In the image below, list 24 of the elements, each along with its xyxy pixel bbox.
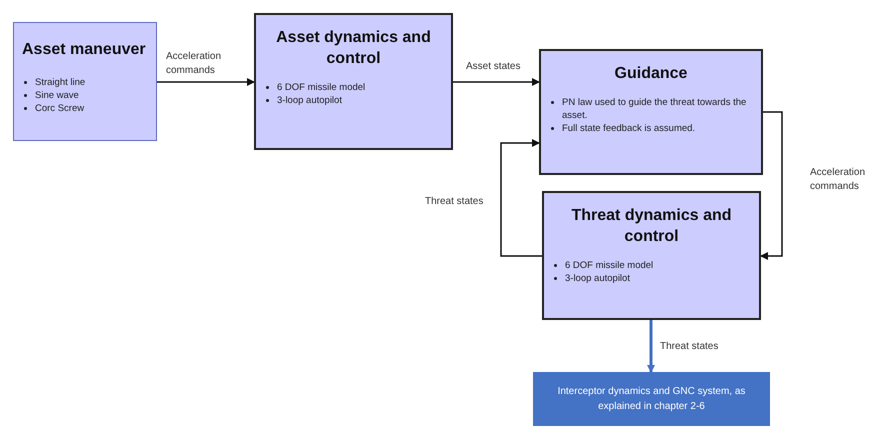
box-title: Threat dynamics and control — [570, 206, 733, 247]
arrow — [760, 111, 783, 260]
bullet-text: Corc Screw — [35, 102, 84, 115]
bullet-text: 6 DOF missile model — [277, 81, 366, 94]
arrow — [647, 320, 655, 373]
bullet-text: 3-loop autopilot — [565, 272, 630, 285]
process-box — [542, 191, 761, 320]
bullet-text: 6 DOF missile model — [565, 259, 654, 272]
arrow — [453, 78, 540, 86]
process-box — [539, 49, 763, 175]
process-box — [254, 13, 453, 150]
box-title: Asset maneuver — [22, 40, 147, 60]
bullet-text: Full state feedback is assumed. — [562, 122, 696, 135]
box-title: Guidance — [614, 64, 688, 84]
arrow — [157, 78, 255, 86]
bullet-text: PN law used to guide the threat towards the asset. — [562, 96, 748, 122]
bullet-text: Straight line — [35, 76, 86, 89]
output-box — [533, 372, 770, 426]
box-title: Asset dynamics and control — [275, 28, 432, 69]
process-box — [13, 22, 157, 141]
arrow — [500, 139, 542, 257]
box-text: Interceptor dynamics and GNC system, as explained in chapter 2-6 — [556, 385, 746, 414]
bullet-text: 3-loop autopilot — [277, 94, 342, 107]
bullet-text: Sine wave — [35, 89, 79, 102]
